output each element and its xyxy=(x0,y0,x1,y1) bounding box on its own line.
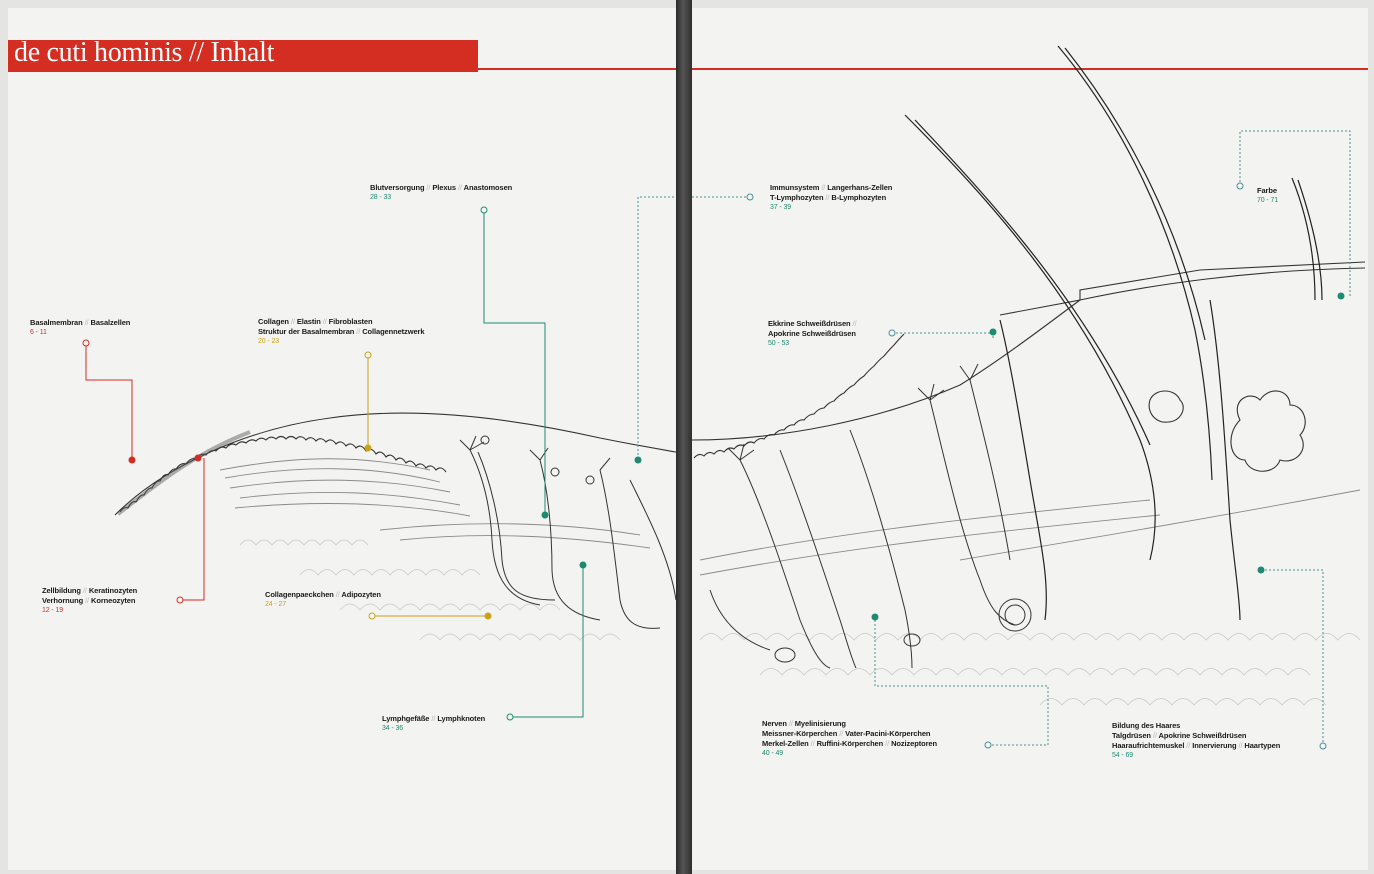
leader-haar xyxy=(1261,570,1323,746)
sebaceous-glands xyxy=(1149,391,1305,471)
leader-endpoints xyxy=(83,183,1344,749)
label-zellbildung: Zellbildung // Keratinozyten Verhornung … xyxy=(42,586,137,616)
label-immunsystem: Immunsystem // Langerhans-Zellen T-Lymph… xyxy=(770,183,892,213)
label-schweissdruesen: Ekkrine Schweißdrüsen // Apokrine Schwei… xyxy=(768,319,856,349)
book-binding xyxy=(676,0,692,874)
leader-immunsystem xyxy=(638,197,750,460)
leader-basalmembran xyxy=(86,343,132,460)
label-collagenpaeckchen: Collagenpaeckchen // Adipozyten 24 - 27 xyxy=(265,590,381,610)
label-farbe: Farbe 70 - 71 xyxy=(1257,186,1278,206)
epidermis-right xyxy=(692,262,1365,458)
leader-schweissdruesen xyxy=(892,333,993,338)
label-lymphgefaesse: Lymphgefäße // Lymphknoten 34 - 36 xyxy=(382,714,485,734)
label-collagen: Collagen // Elastin // Fibroblasten Stru… xyxy=(258,317,424,347)
fat-tissue xyxy=(240,540,1360,705)
leader-zellbildung xyxy=(180,458,204,600)
blood-vessels xyxy=(460,436,676,628)
leader-blutversorgung xyxy=(484,210,545,515)
label-blutversorgung: Blutversorgung // Plexus // Anastomosen … xyxy=(370,183,512,203)
label-haar: Bildung des Haares Talgdrüsen // Apokrin… xyxy=(1112,721,1280,761)
nerves-right xyxy=(710,364,1031,668)
label-nerven: Nerven // Myelinisierung Meissner-Körper… xyxy=(762,719,937,759)
label-basalmembran: Basalmembran // Basalzellen 6 - 11 xyxy=(30,318,130,338)
leader-lymphgefaesse xyxy=(510,565,583,717)
